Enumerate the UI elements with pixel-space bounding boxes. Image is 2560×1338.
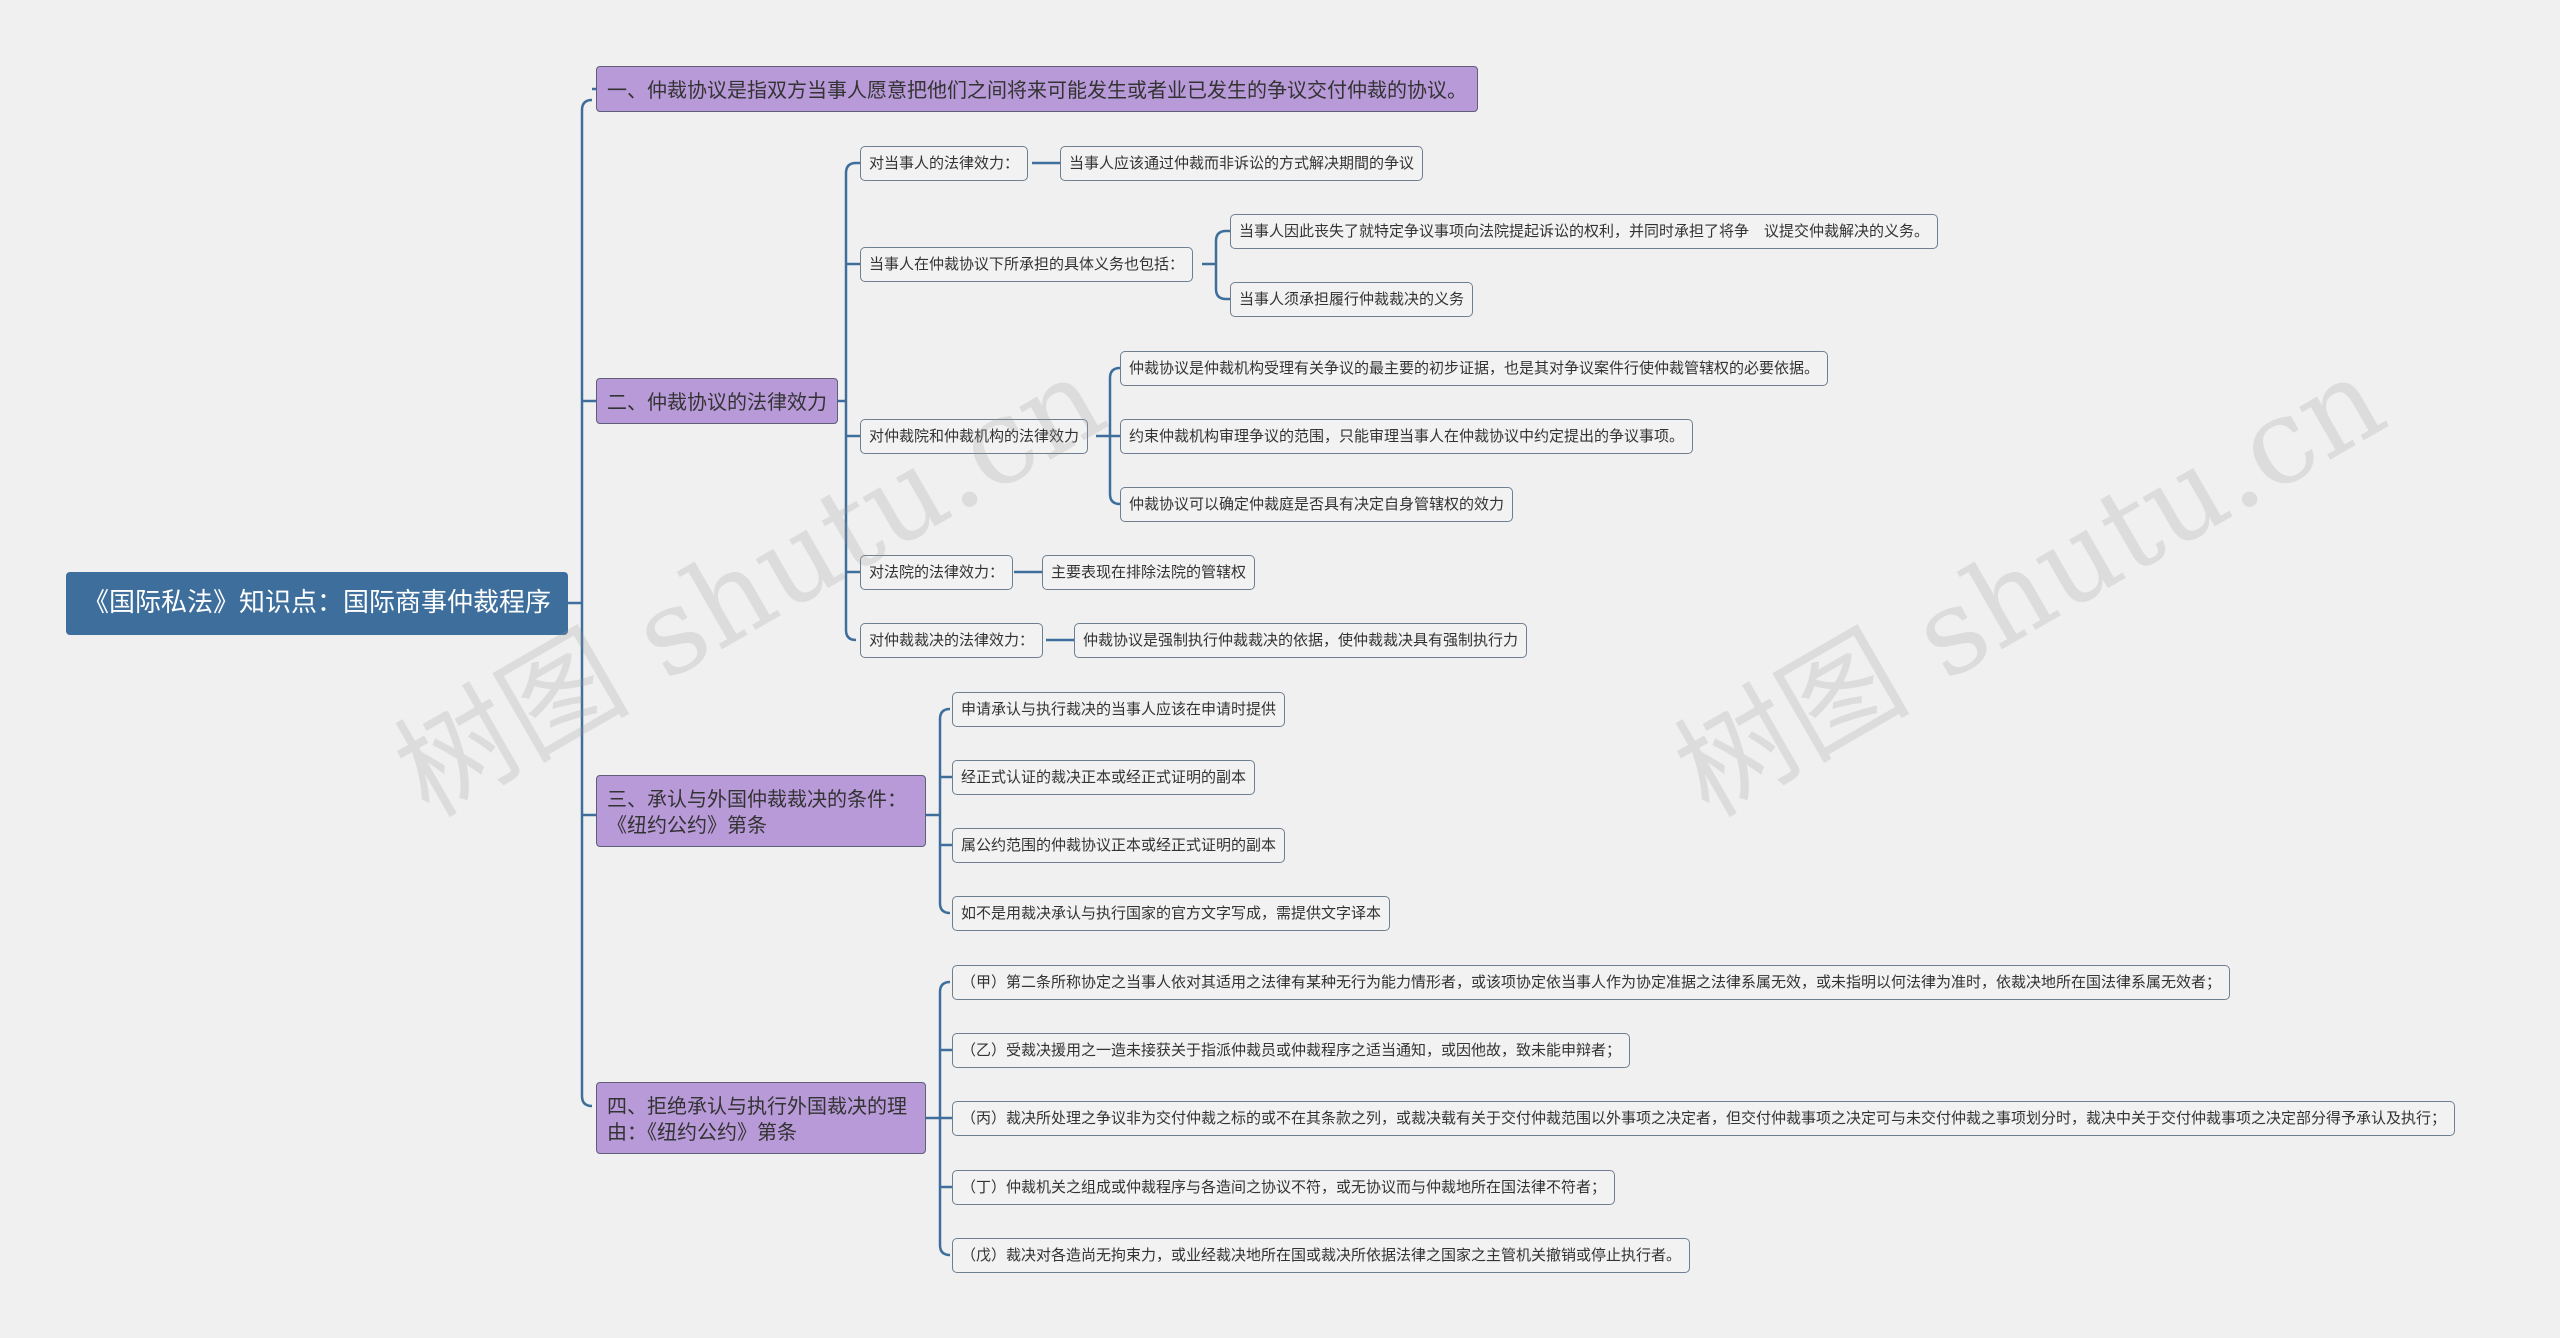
leaf-arbitration-body-effect-2[interactable]: 约束仲裁机构审理争议的范围，只能审理当事人在仲裁协议中约定提出的争议事项。 xyxy=(1120,419,1694,454)
connector-trunk xyxy=(580,98,593,1108)
sub-effect-on-awards[interactable]: 对仲裁裁决的法律效力： xyxy=(860,623,1044,658)
leaf-party-obligation-2[interactable]: 当事人须承担履行仲裁裁决的义务 xyxy=(1230,282,1474,317)
branch-4-refusal-grounds[interactable]: 四、拒绝承认与执行外国裁决的理由：《纽约公约》第条 xyxy=(596,1082,926,1154)
leaf-effect-on-courts[interactable]: 主要表现在排除法院的管辖权 xyxy=(1042,555,1256,590)
leaf-effect-on-awards[interactable]: 仲裁协议是强制执行仲裁裁决的依据，使仲裁裁决具有强制执行力 xyxy=(1074,623,1528,658)
branch-2-legal-effect[interactable]: 二、仲裁协议的法律效力 xyxy=(596,378,838,424)
leaf-arbitration-body-effect-3[interactable]: 仲裁协议可以确定仲裁庭是否具有决定自身管辖权的效力 xyxy=(1120,487,1514,522)
branch-3-recognition-conditions[interactable]: 三、承认与外国仲裁裁决的条件：《纽约公约》第条 xyxy=(596,775,926,847)
leaf-refusal-ground-c[interactable]: （丙）裁决所处理之争议非为交付仲裁之标的或不在其条款之列，或裁决载有关于交付仲裁… xyxy=(952,1101,2456,1136)
leaf-arbitration-body-effect-1[interactable]: 仲裁协议是仲裁机构受理有关争议的最主要的初步证据，也是其对争议案件行使仲裁管辖权… xyxy=(1120,351,1829,386)
leaf-refusal-ground-b[interactable]: （乙）受裁决援用之一造未接获关于指派仲裁员或仲裁程序之适当通知，或因他故，致未能… xyxy=(952,1033,1631,1068)
sub-party-obligations[interactable]: 当事人在仲裁协议下所承担的具体义务也包括： xyxy=(860,247,1194,282)
leaf-recognition-condition-4[interactable]: 如不是用裁决承认与执行国家的官方文字写成，需提供文字译本 xyxy=(952,896,1391,931)
sub-effect-on-parties[interactable]: 对当事人的法律效力： xyxy=(860,146,1029,181)
connector-s2-trunk xyxy=(1214,229,1227,301)
leaf-refusal-ground-a[interactable]: （甲）第二条所称协定之当事人依对其适用之法律有某种无行为能力情形者，或该项协定依… xyxy=(952,965,2231,1000)
leaf-recognition-condition-1[interactable]: 申请承认与执行裁决的当事人应该在申请时提供 xyxy=(952,692,1286,727)
leaf-effect-on-parties[interactable]: 当事人应该通过仲裁而非诉讼的方式解决期間的争议 xyxy=(1060,146,1424,181)
leaf-party-obligation-1[interactable]: 当事人因此丧失了就特定争议事项向法院提起诉讼的权利，并同时承担了将争 议提交仲裁… xyxy=(1230,214,1939,249)
branch-1-definition[interactable]: 一、仲裁协议是指双方当事人愿意把他们之间将来可能发生或者业已发生的争议交付仲裁的… xyxy=(596,66,1478,112)
sub-effect-on-arbitration-bodies[interactable]: 对仲裁院和仲裁机构的法律效力 xyxy=(860,419,1089,454)
sub-effect-on-courts[interactable]: 对法院的法律效力： xyxy=(860,555,1014,590)
root-topic[interactable]: 《国际私法》知识点：国际商事仲裁程序 xyxy=(66,572,568,635)
leaf-recognition-condition-3[interactable]: 属公约范围的仲裁协议正本或经正式证明的副本 xyxy=(952,828,1286,863)
connector-b3-trunk xyxy=(938,707,951,915)
leaf-recognition-condition-2[interactable]: 经正式认证的裁决正本或经正式证明的副本 xyxy=(952,760,1256,795)
leaf-refusal-ground-d[interactable]: （丁）仲裁机关之组成或仲裁程序与各造间之协议不符，或无协议而与仲裁地所在国法律不… xyxy=(952,1170,1616,1205)
leaf-refusal-ground-e[interactable]: （戊）裁决对各造尚无拘束力，或业经裁决地所在国或裁决所依据法律之国家之主管机关撤… xyxy=(952,1238,1691,1273)
connector-b2-trunk xyxy=(844,161,857,642)
